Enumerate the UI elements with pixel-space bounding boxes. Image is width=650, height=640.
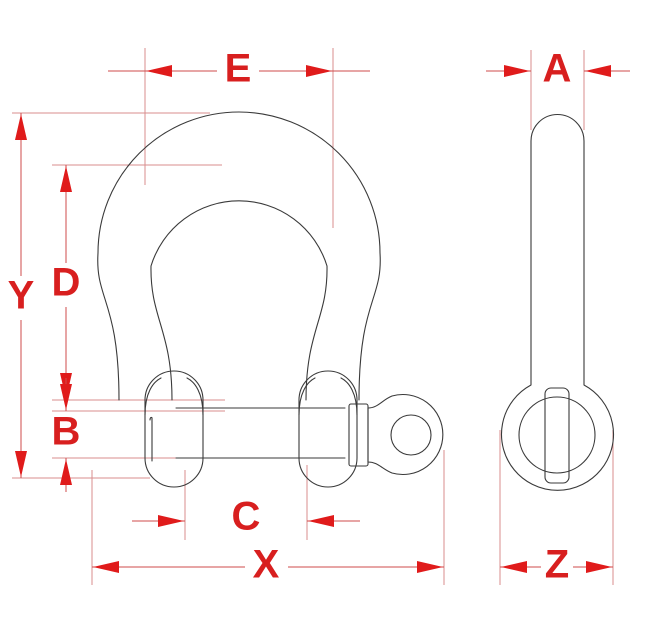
dimension-X: X <box>92 543 444 587</box>
dimension-label-D: D <box>52 261 81 305</box>
extension-lines <box>12 48 614 585</box>
front-view-shackle <box>97 111 444 488</box>
dimension-Z: Z <box>500 543 613 587</box>
dimension-label-Y: Y <box>8 274 35 318</box>
pin-collar <box>348 403 369 467</box>
left-eye-slot <box>149 416 153 462</box>
dimension-label-X: X <box>253 543 280 587</box>
dimension-D: D <box>52 165 81 400</box>
dimension-label-B: B <box>52 410 81 454</box>
dimension-E: E <box>108 47 370 91</box>
side-shank-and-eye <box>500 113 615 491</box>
dimension-label-Z: Z <box>545 543 569 587</box>
side-eye-bore <box>518 396 596 474</box>
dimension-label-E: E <box>225 47 252 91</box>
side-view-shackle <box>500 113 615 491</box>
dimension-A: A <box>486 47 630 91</box>
bow-outer-profile <box>97 111 381 401</box>
bow-inner-profile <box>150 200 328 401</box>
dimension-label-A: A <box>543 47 572 91</box>
dimension-C: C <box>132 495 360 539</box>
right-eye <box>298 370 358 488</box>
pin-head-eye <box>367 393 444 476</box>
left-eye-taper-right <box>186 377 204 416</box>
dimension-B: B <box>52 378 81 492</box>
right-eye-taper-left <box>298 377 316 416</box>
left-eye-taper-left <box>144 377 162 416</box>
pin-head-hole <box>390 414 432 456</box>
dimension-Y: Y <box>8 113 35 478</box>
dimension-label-C: C <box>232 495 261 539</box>
right-eye-taper-right <box>340 377 358 416</box>
pin-slot <box>544 387 570 484</box>
left-eye <box>144 370 204 488</box>
